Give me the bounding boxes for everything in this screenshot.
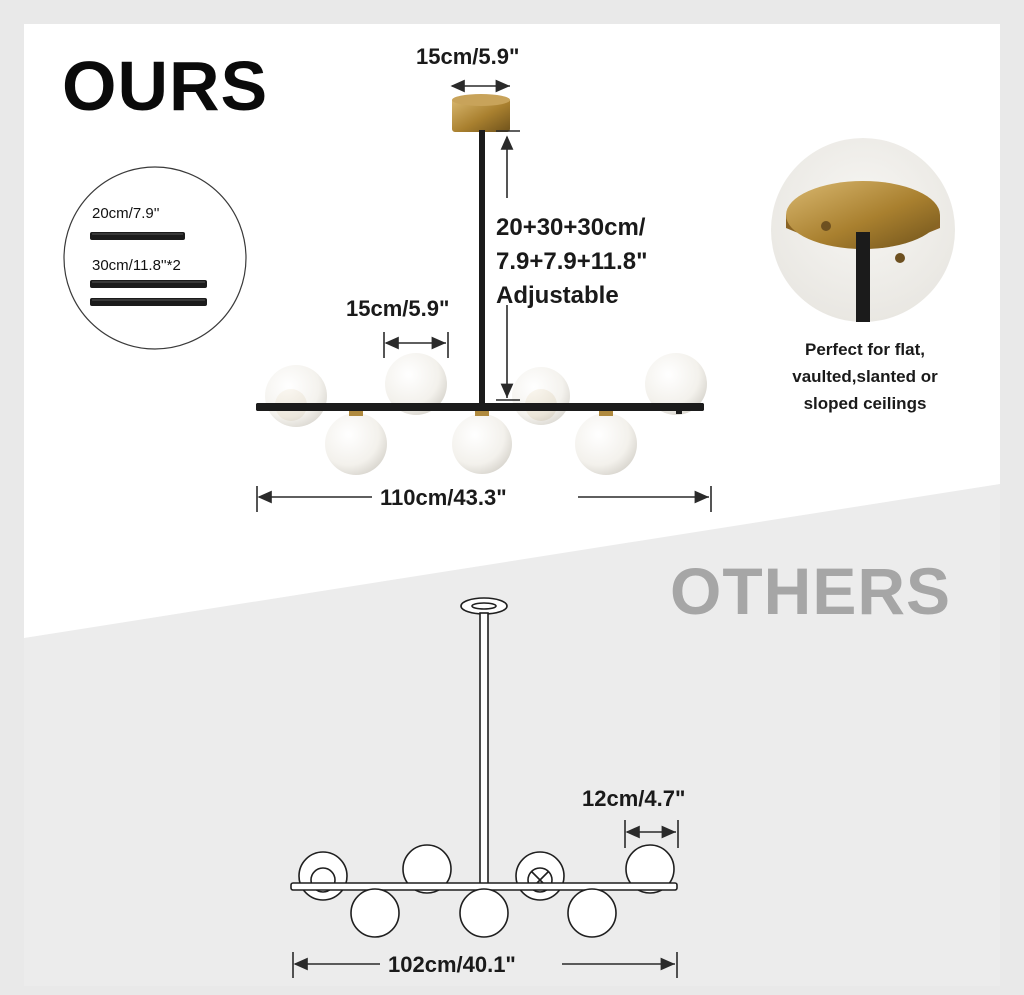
- others-globe: [402, 844, 452, 894]
- closeup-downrod: [856, 232, 870, 322]
- others-canopy: [460, 597, 508, 615]
- others-total-width-label: 102cm/40.1": [388, 952, 516, 977]
- others-globe: [459, 888, 509, 938]
- others-globe: [567, 888, 617, 938]
- ours-globe: [452, 414, 512, 474]
- others-panel: [24, 484, 1000, 986]
- rod-30cm-b: [90, 298, 207, 306]
- closeup-screw: [821, 221, 831, 231]
- ours-globe: [645, 353, 707, 415]
- others-globe: [625, 844, 675, 894]
- others-globe-spacing-label: 12cm/4.7": [582, 786, 686, 811]
- ours-canopy: [452, 98, 510, 132]
- ours-globe: [265, 365, 327, 427]
- ceiling-note-line1: Perfect for flat,: [805, 340, 925, 359]
- others-downrod: [479, 612, 489, 886]
- closeup-canopy-top: [786, 181, 940, 249]
- ours-globe: [575, 413, 637, 475]
- ceiling-note-line2: vaulted,slanted or: [792, 367, 938, 386]
- ours-total-width-label: 110cm/43.3": [380, 485, 507, 510]
- ours-rod-adjustable: Adjustable: [496, 282, 619, 309]
- ours-canopy-top: [452, 94, 510, 106]
- rods-callout: [63, 166, 247, 350]
- ours-canopy-width-label: 15cm/5.9": [416, 44, 520, 69]
- rod-long-label: 30cm/11.8''*2: [92, 257, 181, 274]
- rod-30cm-a: [90, 280, 207, 288]
- ours-rod-lengths-line2: 7.9+7.9+11.8": [496, 248, 648, 275]
- rod-20cm: [90, 232, 185, 240]
- ours-rod-lengths-line1: 20+30+30cm/: [496, 214, 646, 241]
- others-heading: OTHERS: [670, 554, 952, 628]
- others-dimension-lines: [292, 820, 679, 978]
- ours-lamp: [256, 94, 707, 475]
- ceiling-note-line3: sloped ceilings: [803, 394, 927, 413]
- ours-globe-spacing-label: 15cm/5.9": [346, 296, 450, 321]
- closeup-screw: [895, 253, 905, 263]
- ours-globe: [325, 413, 387, 475]
- rod-short-label: 20cm/7.9'': [92, 205, 160, 222]
- canopy-closeup: [771, 138, 955, 322]
- ours-dimension-lines: [256, 79, 712, 512]
- ours-heading: OURS: [62, 47, 269, 125]
- others-lamp: [290, 597, 678, 938]
- ours-globe: [385, 353, 447, 415]
- others-globe: [350, 888, 400, 938]
- ours-globe: [512, 367, 570, 425]
